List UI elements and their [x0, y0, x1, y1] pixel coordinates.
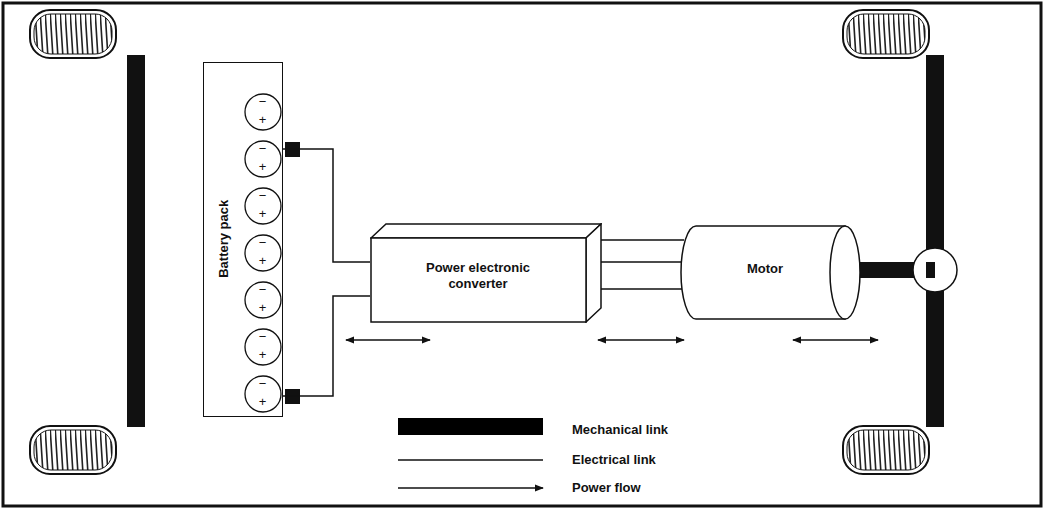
rear-axle [926, 55, 944, 427]
polarity-sign: − [253, 94, 273, 110]
polarity-sign: + [253, 159, 273, 175]
polarity-sign: − [253, 141, 273, 157]
polarity-sign: + [253, 206, 273, 222]
front-axle [127, 55, 145, 427]
polarity-sign: − [253, 235, 273, 251]
legend-text: Mechanical link [572, 422, 668, 438]
legend-swatch [398, 418, 543, 435]
node-label: Motor [747, 261, 783, 277]
polarity-sign: + [253, 112, 273, 128]
electrical-wire [283, 149, 370, 396]
differential [913, 248, 957, 292]
legend-text: Power flow [572, 480, 641, 496]
polarity-sign: + [253, 347, 273, 363]
polarity-sign: − [253, 329, 273, 345]
polarity-sign: + [253, 253, 273, 269]
shaft-end [926, 262, 935, 278]
polarity-sign: − [253, 376, 273, 392]
battery-pack: Battery pack − + − + − + − + − + − + − + [203, 62, 283, 417]
wheels [30, 10, 929, 474]
node-label: Power electronic converter [403, 260, 553, 299]
electrical-wire [599, 240, 684, 289]
frame [3, 3, 1041, 506]
battery-cells [203, 62, 283, 417]
legend-arrow-sample [398, 487, 543, 488]
node-label: Battery pack [216, 200, 232, 278]
polarity-sign: − [253, 188, 273, 204]
polarity-sign: + [253, 300, 273, 316]
motor-cylinder: Motor [680, 225, 862, 320]
polarity-sign: − [253, 282, 273, 298]
converter-box: Power electronic converter [370, 223, 602, 323]
legend-text: Electrical link [572, 452, 656, 468]
polarity-sign: + [253, 394, 273, 410]
legend-line-sample [398, 459, 543, 461]
power-flow-arrows [346, 339, 878, 340]
